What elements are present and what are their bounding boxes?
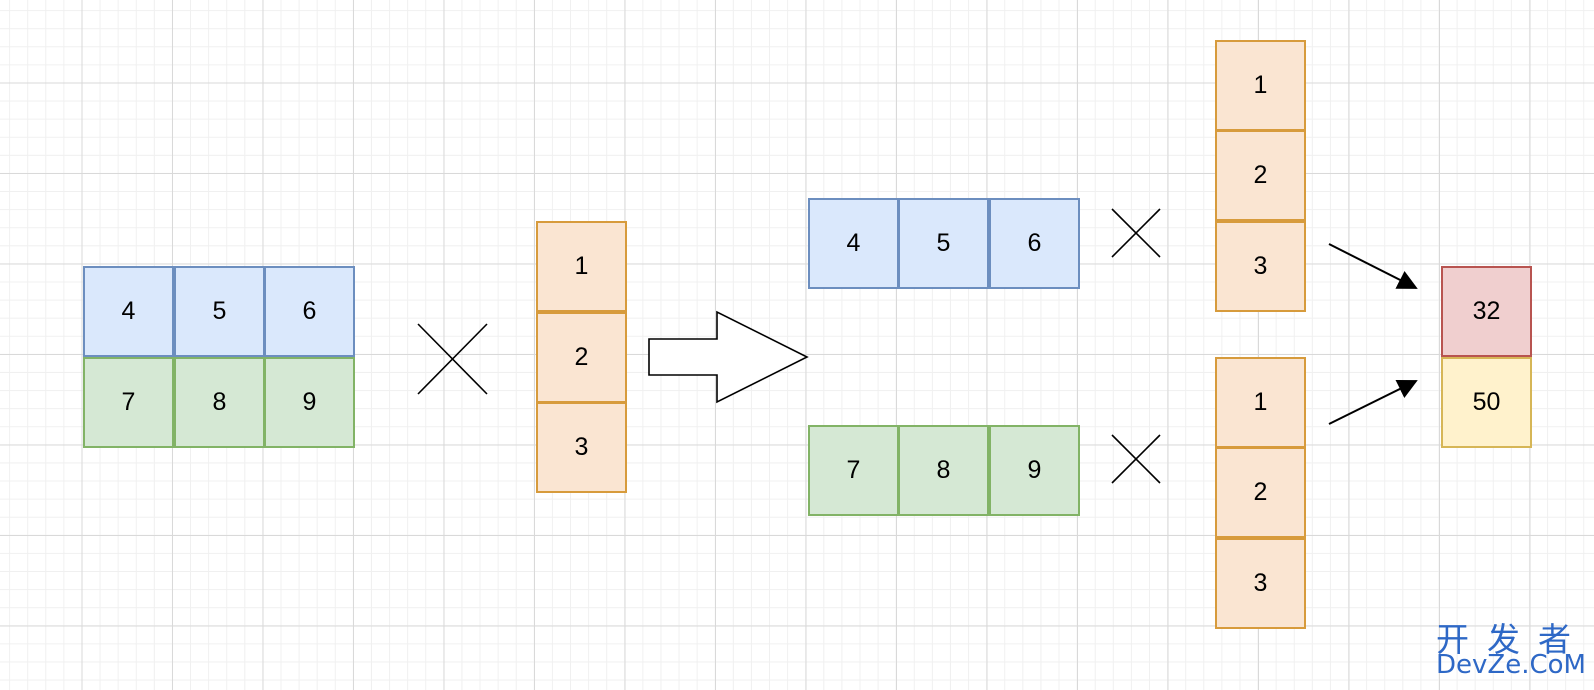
result-cell: 50: [1441, 357, 1532, 448]
row-cell: 5: [898, 198, 989, 289]
matrix-cell: 8: [174, 357, 265, 448]
vector-cell: 3: [1215, 221, 1306, 312]
row-cell: 8: [898, 425, 989, 516]
vector-cell: 1: [1215, 357, 1306, 448]
row-cell: 4: [808, 198, 899, 289]
vector-cell: 1: [536, 221, 627, 312]
arrow-icon: [1328, 243, 1418, 289]
block-arrow-icon: [648, 310, 809, 404]
vector-cell: 2: [536, 312, 627, 403]
arrow-icon: [1328, 380, 1418, 425]
vector-cell: 2: [1215, 447, 1306, 538]
row-cell: 6: [989, 198, 1080, 289]
watermark-latin: DevZe.CoM: [1436, 650, 1586, 680]
vector-cell: 2: [1215, 130, 1306, 221]
matrix-cell: 7: [83, 357, 174, 448]
result-cell: 32: [1441, 266, 1532, 357]
multiply-icon: [1111, 208, 1161, 258]
row-cell: 7: [808, 425, 899, 516]
vector-cell: 1: [1215, 40, 1306, 131]
multiply-icon: [417, 323, 488, 395]
matrix-cell: 5: [174, 266, 265, 357]
vector-cell: 3: [1215, 538, 1306, 629]
matrix-cell: 9: [264, 357, 355, 448]
matrix-cell: 6: [264, 266, 355, 357]
multiply-icon: [1111, 434, 1161, 484]
row-cell: 9: [989, 425, 1080, 516]
vector-cell: 3: [536, 402, 627, 493]
watermark-chinese: 开发者: [1436, 620, 1589, 659]
matrix-cell: 4: [83, 266, 174, 357]
